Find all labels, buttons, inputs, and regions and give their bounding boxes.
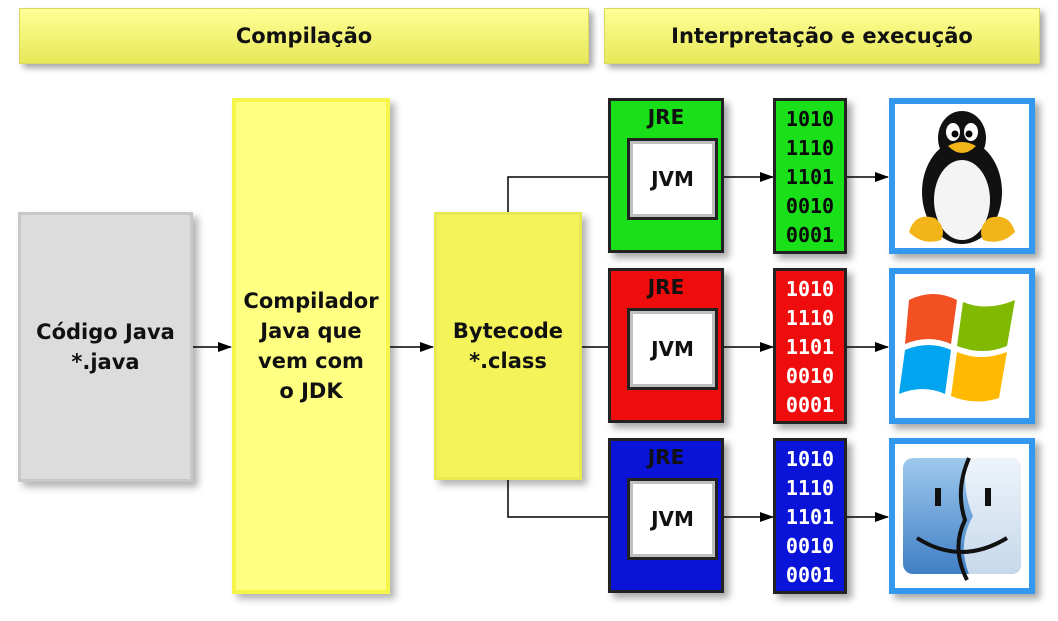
jre-box-linux: JRE JVM: [608, 98, 724, 253]
jvm-label: JVM: [651, 167, 694, 191]
bytecode-box: Bytecode *.class: [434, 212, 582, 480]
binary-line: 1110: [785, 135, 835, 160]
compilation-header-label: Compilação: [235, 24, 373, 48]
jvm-label: JVM: [651, 337, 694, 361]
source-code-label: Código Java *.java: [36, 320, 175, 374]
binary-line: 1101: [785, 164, 835, 189]
binary-line: 1110: [785, 305, 835, 330]
binary-line: 1101: [785, 504, 835, 529]
source-code-box: Código Java *.java: [18, 212, 193, 482]
jvm-label: JVM: [651, 507, 694, 531]
execution-header: Interpretação e execução: [604, 8, 1040, 64]
binary-line: 1110: [785, 475, 835, 500]
binary-line: 0001: [785, 392, 835, 417]
mac-finder-icon: [903, 457, 1021, 581]
binary-line: 0010: [785, 363, 835, 388]
binary-box-linux: 1010 1110 1101 0010 0001: [773, 98, 847, 254]
os-box-mac: [889, 438, 1035, 594]
binary-line: 1101: [785, 334, 835, 359]
binary-line: 0001: [785, 222, 835, 247]
binary-box-windows: 1010 1110 1101 0010 0001: [773, 268, 847, 424]
binary-line: 0010: [785, 193, 835, 218]
compilation-header: Compilação: [19, 8, 589, 64]
windows-logo-icon: [899, 294, 1015, 402]
jvm-box: JVM: [627, 308, 718, 390]
binary-line: 1010: [785, 446, 835, 471]
jvm-box: JVM: [627, 478, 718, 560]
binary-line: 0010: [785, 533, 835, 558]
arrow-bytecode-jre-1: [507, 172, 628, 212]
compiler-label: Compilador Java que vem com o JDK: [243, 289, 379, 403]
binary-line: 1010: [785, 106, 835, 131]
os-box-windows: [889, 268, 1035, 424]
execution-header-label: Interpretação e execução: [671, 24, 973, 48]
binary-line: 0001: [785, 562, 835, 587]
jre-label: JRE: [647, 445, 685, 469]
arrow-bytecode-jre-3: [507, 480, 628, 522]
jre-label: JRE: [647, 275, 685, 299]
jre-box-windows: JRE JVM: [608, 268, 724, 423]
linux-tux-icon: [909, 111, 1015, 244]
compiler-box: Compilador Java que vem com o JDK: [232, 98, 390, 594]
jre-label: JRE: [647, 105, 685, 129]
os-box-linux: [889, 98, 1035, 254]
binary-line: 1010: [785, 276, 835, 301]
jre-box-mac: JRE JVM: [608, 438, 724, 593]
bytecode-label: Bytecode *.class: [452, 319, 564, 373]
binary-box-mac: 1010 1110 1101 0010 0001: [773, 438, 847, 594]
jvm-box: JVM: [627, 138, 718, 220]
